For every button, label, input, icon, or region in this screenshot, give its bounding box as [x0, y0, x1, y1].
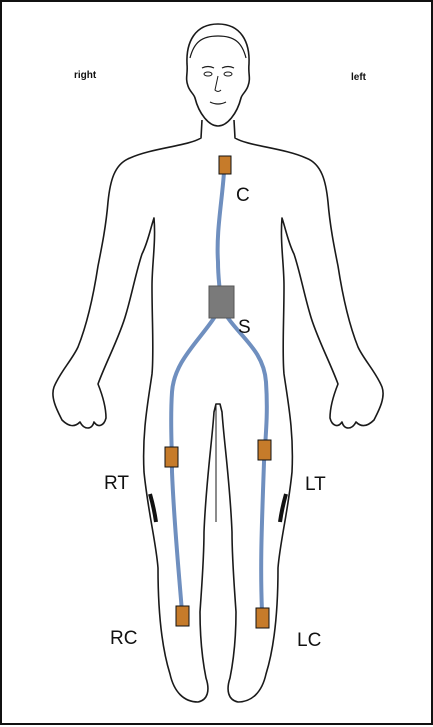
knee-marks: [150, 494, 286, 522]
hair-line: [190, 36, 246, 58]
mouth: [210, 102, 226, 104]
right-eye: [204, 72, 212, 76]
sensor-label-rc: RC: [110, 629, 137, 648]
sensor-chest-c: [219, 156, 231, 174]
nose: [215, 76, 221, 92]
sensor-right-thigh-rt: [165, 447, 178, 467]
eyebrows: [202, 67, 234, 69]
cable-chest-to-hub: [218, 172, 224, 296]
left-eye: [224, 72, 232, 76]
sensor-label-lt: LT: [305, 475, 326, 494]
sensor-label-rt: RT: [104, 474, 129, 493]
sensor-left-calf-lc: [256, 608, 269, 628]
body-outline: [53, 120, 383, 702]
left-side-label: left: [351, 72, 366, 83]
sensor-label-c: C: [236, 186, 250, 205]
sensor-left-thigh-lt: [258, 440, 271, 460]
sensor-label-s: S: [238, 318, 251, 337]
right-side-label: right: [74, 70, 96, 81]
head-outline: [187, 24, 250, 126]
sensor-right-calf-rc: [176, 606, 189, 626]
sensor-label-lc: LC: [297, 631, 321, 650]
sensor-hub-s: [209, 286, 234, 318]
